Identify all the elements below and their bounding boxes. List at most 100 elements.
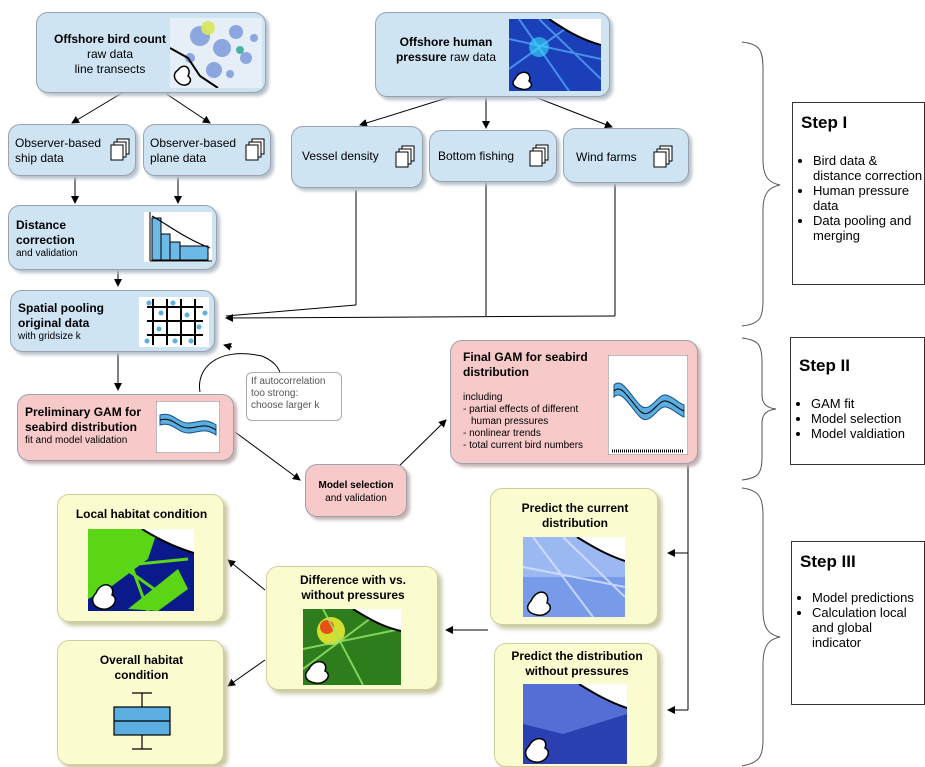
local-habitat-box: Local habitat condition — [57, 494, 224, 622]
autocorr-line1: If autocorrelation — [251, 376, 326, 387]
model-selection-box: Model selection and validation — [305, 464, 407, 517]
arrow-human-to-wind — [534, 96, 613, 129]
step-i-box: Step I Bird data & distance correction H… — [792, 102, 925, 285]
arrow-bird-to-plane — [164, 92, 211, 124]
arrow-difference-to-local — [227, 559, 266, 591]
vessel-label: Vessel density — [302, 149, 379, 163]
arrow-autocorrelation-loop — [198, 353, 283, 393]
spatial-title2: original data — [18, 316, 90, 330]
step-iii-title: Step III — [800, 552, 856, 571]
model-sel-sub: and validation — [325, 493, 387, 504]
bird-count-line1: raw data — [86, 47, 134, 61]
distance-title2: correction — [16, 233, 75, 247]
brace-step-ii — [741, 337, 777, 481]
ship-line1: Observer-based — [15, 136, 102, 150]
overall-title1: Overall habitat — [99, 653, 184, 667]
ship-documents-icon — [110, 138, 130, 161]
plane-line2: plane data — [150, 151, 207, 165]
offshore-bird-count-box: Offshore bird count raw data line transe… — [36, 12, 266, 93]
predict-without-box: Predict the distribution without pressur… — [494, 643, 658, 767]
predict-without-title2: without pressures — [525, 664, 629, 678]
wind-label: Wind farms — [576, 150, 637, 164]
arrow-prelim-to-modelsel — [234, 431, 301, 481]
wind-documents-icon — [653, 145, 673, 168]
predict-current-title1: Predict the current — [521, 501, 629, 515]
prelim-sub: fit and model validation — [25, 435, 128, 446]
preliminary-gam-curve-image — [156, 401, 220, 453]
ship-line2: ship data — [15, 151, 64, 165]
step-i-item: Data pooling and merging — [813, 213, 924, 243]
spatial-sub: with gridsize k — [18, 331, 81, 342]
line-pressure-merge-1 — [225, 304, 357, 317]
step-i-item: Human pressure data — [813, 183, 924, 213]
arrow-difference-to-overall — [227, 659, 266, 687]
final-gam-box: Final GAM for seabird distribution inclu… — [450, 340, 698, 464]
predict-without-map-image — [523, 684, 627, 764]
final-including: including — [463, 392, 503, 403]
step-iii-item: Model predictions — [812, 590, 924, 605]
brace-step-iii — [741, 487, 781, 767]
step-iii-item: Calculation local and global indicator — [812, 605, 924, 650]
bird-count-title: Offshore bird count — [54, 32, 166, 46]
step-iii-box: Step III Model predictions Calculation l… — [791, 541, 925, 705]
offshore-human-pressure-box: Offshore human pressure raw data — [375, 12, 610, 97]
predict-without-title1: Predict the distribution — [511, 649, 643, 663]
plane-data-box: Observer-based plane data — [143, 124, 271, 176]
autocorr-line3: choose larger k — [251, 400, 320, 411]
step-ii-item: Model selection — [811, 411, 905, 426]
human-pressure-title2: pressure — [395, 50, 447, 64]
step-ii-box: Step II GAM fit Model selection Model va… — [790, 337, 925, 465]
distance-histogram-image — [144, 212, 212, 262]
local-habitat-map-image — [88, 529, 194, 611]
boxplot-image — [113, 692, 171, 750]
step-i-item: Bird data & distance correction — [813, 153, 924, 183]
step-ii-item: Model valdiation — [811, 426, 905, 441]
step-ii-list: GAM fit Model selection Model valdiation — [797, 396, 905, 441]
preliminary-gam-box: Preliminary GAM for seabird distribution… — [17, 394, 234, 461]
ship-data-box: Observer-based ship data — [8, 124, 136, 176]
model-sel-title: Model selection — [318, 480, 394, 491]
human-pressure-map-image — [509, 19, 601, 91]
step-iii-list: Model predictions Calculation local and … — [798, 590, 924, 650]
prelim-title1: Preliminary GAM for — [25, 405, 142, 419]
bird-dots-map-image — [170, 18, 262, 88]
grid-pooling-image — [139, 297, 209, 347]
human-pressure-rest: raw data — [446, 50, 497, 64]
difference-box: Difference with vs. without pressures — [266, 566, 438, 690]
prelim-title2: seabird distribution — [25, 420, 138, 434]
spatial-title1: Spatial pooling — [18, 301, 104, 315]
bottom-label: Bottom fishing — [438, 149, 515, 163]
final-item-3: - total current bird numbers — [463, 440, 584, 451]
distance-correction-box: Distance correction and validation — [8, 205, 217, 270]
final-item-0: - partial effects of different — [463, 404, 579, 415]
step-ii-title: Step II — [799, 356, 851, 375]
predict-current-map-image — [523, 537, 625, 617]
step-i-list: Bird data & distance correction Human pr… — [799, 153, 924, 243]
step-i-title: Step I — [801, 113, 848, 132]
bird-count-line2: line transects — [74, 62, 146, 76]
arrow-pressures-to-spatial — [225, 313, 616, 322]
distance-title1: Distance — [16, 218, 67, 232]
autocorr-line2: too strong: — [251, 388, 299, 399]
human-pressure-title1: Offshore human — [399, 35, 493, 49]
predict-current-box: Predict the current distribution — [490, 488, 658, 625]
wind-farms-box: Wind farms — [563, 128, 689, 183]
spatial-pooling-box: Spatial pooling original data with grids… — [10, 290, 215, 352]
distance-sub: and validation — [16, 248, 78, 259]
overall-habitat-box: Overall habitat condition — [57, 640, 224, 765]
final-gam-curve-image — [608, 355, 688, 455]
difference-title2: without pressures — [301, 588, 405, 602]
human-pressure-title2-line: pressure raw data — [386, 50, 506, 65]
overall-title2: condition — [114, 668, 169, 682]
local-title: Local habitat condition — [75, 507, 208, 521]
final-title2: distribution — [463, 365, 529, 379]
bottom-documents-icon — [529, 144, 549, 167]
vessel-density-box: Vessel density — [291, 126, 423, 188]
final-item-1: human pressures — [471, 416, 549, 427]
difference-title1: Difference with vs. — [299, 573, 407, 587]
step-ii-item: GAM fit — [811, 396, 905, 411]
bottom-fishing-box: Bottom fishing — [429, 130, 557, 182]
final-item-2: - nonlinear trends — [463, 428, 541, 439]
